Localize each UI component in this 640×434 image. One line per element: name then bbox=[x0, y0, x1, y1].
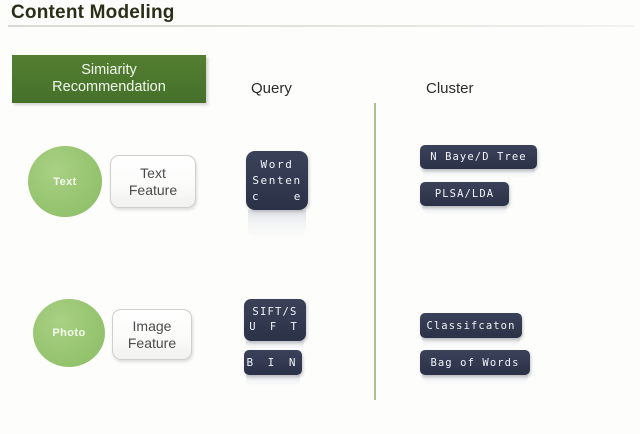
cluster-chip-naive-bayes-decision-tree[interactable]: N Baye/D Tree bbox=[420, 145, 537, 169]
query-chip-bin-reflection bbox=[246, 375, 300, 387]
cluster-chip-naive-bayes-reflection bbox=[422, 169, 535, 178]
circle-photo-label: Photo bbox=[52, 327, 86, 339]
cluster-chip-plsa-lda-reflection bbox=[422, 206, 507, 215]
query-chip-bin-label: B I N bbox=[246, 356, 300, 369]
cluster-chip-classification[interactable]: Classifcaton bbox=[420, 313, 522, 338]
page-title: Content Modeling bbox=[11, 2, 175, 23]
cluster-chip-plsa-lda-label: PLSA/LDA bbox=[434, 188, 495, 200]
similarity-recommendation-line1: Simiarity bbox=[81, 62, 137, 78]
query-chip-word-sentence-reflection bbox=[248, 210, 306, 238]
query-chip-sift-line1: SIFT/S bbox=[252, 306, 298, 318]
text-feature-box[interactable]: Text Feature bbox=[110, 155, 196, 208]
cluster-chip-plsa-lda[interactable]: PLSA/LDA bbox=[420, 182, 509, 206]
similarity-recommendation-line2: Recommendation bbox=[52, 79, 166, 95]
query-chip-sift-surf[interactable]: SIFT/S U F T bbox=[244, 299, 306, 341]
column-header-cluster: Cluster bbox=[426, 80, 474, 97]
circle-text-label: Text bbox=[53, 175, 77, 188]
image-feature-line1: Image bbox=[132, 317, 172, 334]
title-divider-rule bbox=[8, 25, 634, 27]
text-feature-line1: Text bbox=[140, 164, 166, 181]
cluster-chip-bag-of-words-label: Bag of Words bbox=[430, 356, 520, 369]
text-feature-line2: Feature bbox=[128, 181, 178, 198]
cluster-chip-bag-of-words[interactable]: Bag of Words bbox=[420, 350, 530, 375]
query-chip-word-sentence[interactable]: Word Senten c e bbox=[246, 151, 308, 210]
image-feature-line2: Feature bbox=[127, 334, 177, 351]
cluster-chip-bag-of-words-reflection bbox=[422, 375, 528, 384]
cluster-chip-classification-reflection bbox=[422, 338, 520, 347]
circle-photo[interactable]: Photo bbox=[33, 299, 105, 367]
query-chip-bin[interactable]: B I N bbox=[244, 350, 302, 375]
circle-text[interactable]: Text bbox=[28, 146, 102, 217]
similarity-recommendation-box[interactable]: Simiarity Recommendation bbox=[12, 55, 206, 103]
query-chip-e: e bbox=[293, 189, 302, 203]
image-feature-box[interactable]: Image Feature bbox=[112, 309, 192, 360]
cluster-chip-classification-label: Classifcaton bbox=[426, 319, 516, 332]
query-chip-senten: Senten bbox=[252, 173, 302, 187]
column-header-query: Query bbox=[251, 80, 292, 97]
query-chip-c: c bbox=[252, 189, 261, 203]
query-chip-ce-row: c e bbox=[246, 189, 308, 205]
query-chip-word: Word bbox=[260, 157, 294, 171]
vertical-divider bbox=[374, 103, 376, 400]
cluster-chip-naive-bayes-decision-tree-label: N Baye/D Tree bbox=[430, 151, 527, 163]
query-chip-sift-line2: U F T bbox=[249, 321, 301, 333]
